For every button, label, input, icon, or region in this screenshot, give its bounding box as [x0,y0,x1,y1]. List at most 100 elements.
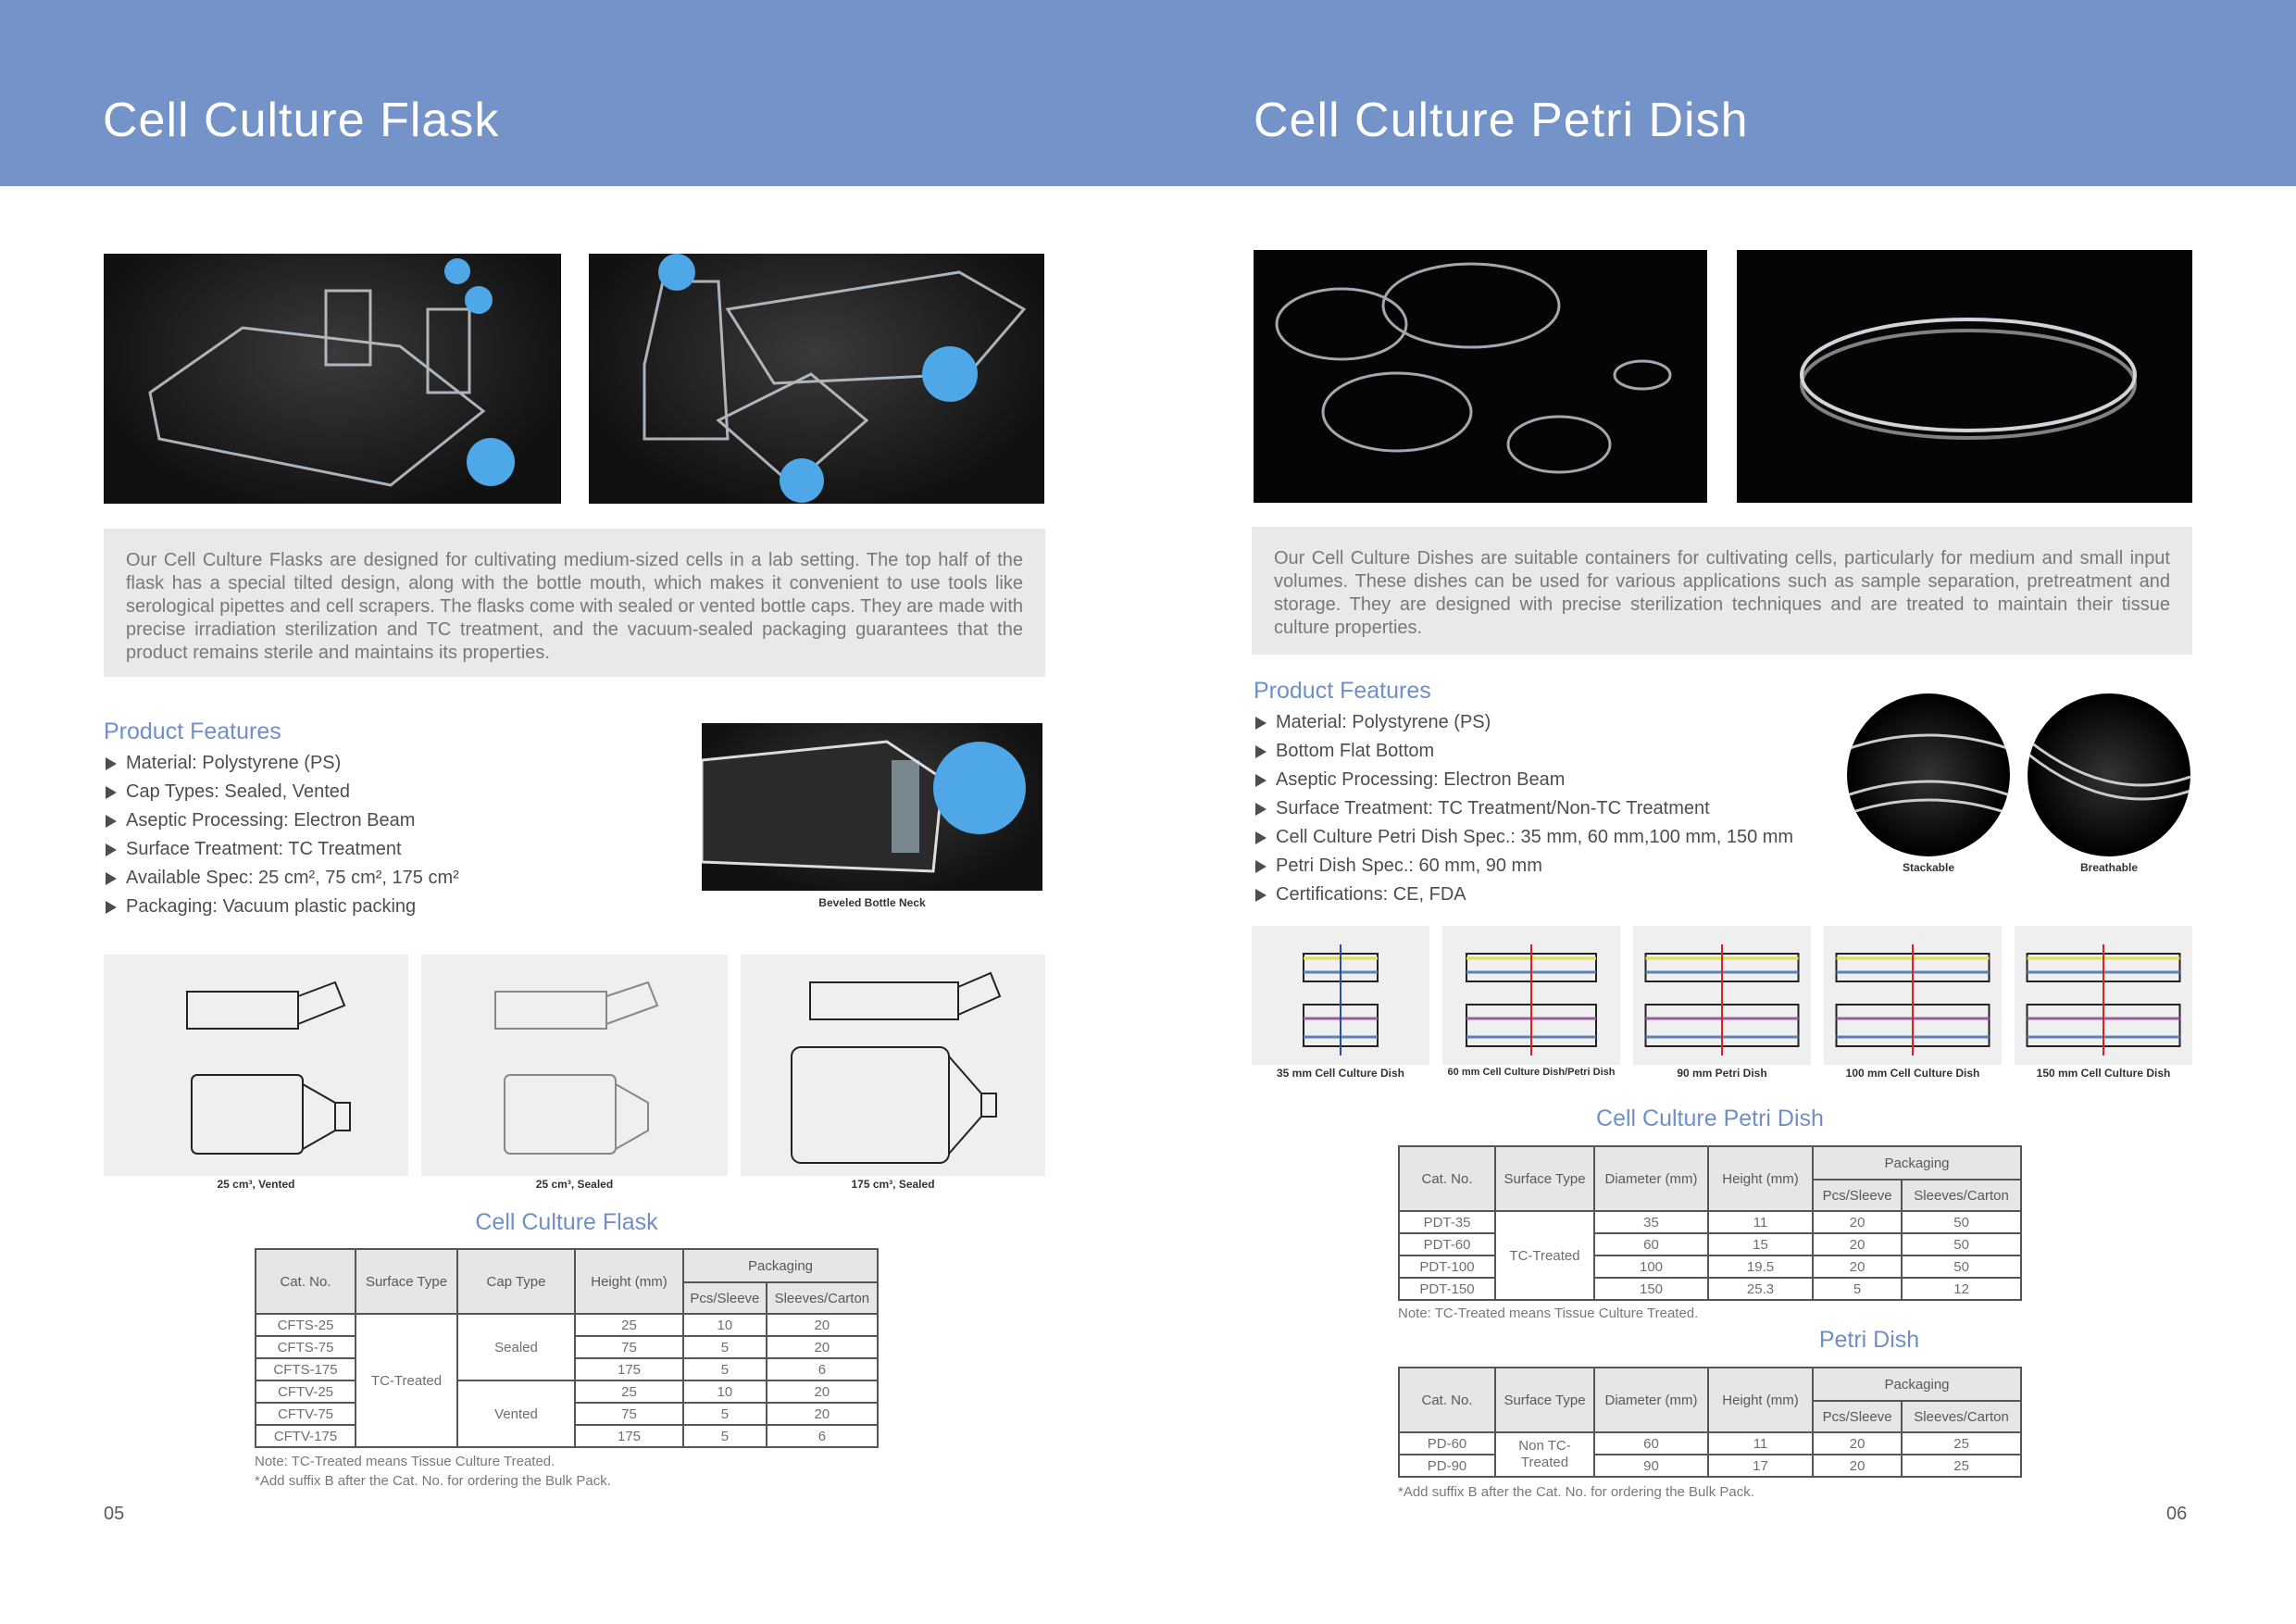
diagram-caption: 150 mm Cell Culture Dish [2036,1067,2171,1080]
cell: 5 [682,1424,767,1448]
col-header: Surface Type [355,1248,458,1315]
cell: 12 [1901,1277,2022,1301]
cell: 175 [574,1424,684,1448]
cell: 20 [1811,1210,1903,1234]
feature-item: Cap Types: Sealed, Vented [104,778,459,806]
feature-item: Bottom Flat Bottom [1254,737,1793,766]
cell: Vented [456,1380,576,1448]
dish-note: Note: TC-Treated means Tissue Culture Tr… [1398,1305,1699,1321]
cell: 150 [1593,1277,1709,1301]
cell: CFTV-75 [255,1402,356,1426]
cell: 20 [1811,1255,1903,1279]
beveled-neck-caption: Beveled Bottle Neck [818,896,926,909]
cell: TC-Treated [1494,1210,1595,1301]
dish-features-heading: Product Features [1254,678,1431,704]
col-header: Sleeves/Carton [765,1281,880,1315]
dish-features-list: Material: Polystyrene (PS) Bottom Flat B… [1254,708,1793,909]
cell: PD-60 [1398,1431,1496,1455]
cell: 5 [1811,1277,1903,1301]
petri-note: *Add suffix B after the Cat. No. for ord… [1398,1484,1754,1500]
feature-item: Surface Treatment: TC Treatment [104,835,459,864]
feature-item: Material: Polystyrene (PS) [104,749,459,778]
diagram-caption: 25 cm³, Vented [217,1178,295,1191]
col-header: Pcs/Sleeve [682,1281,767,1315]
col-header: Cap Type [456,1248,576,1315]
cell: CFTS-175 [255,1357,356,1381]
col-header: Surface Type [1494,1145,1595,1212]
diagram-caption: 100 mm Cell Culture Dish [1845,1067,1980,1080]
col-header: Cat. No. [1398,1367,1496,1433]
col-header: Height (mm) [574,1248,684,1315]
cell: CFTV-175 [255,1424,356,1448]
feature-item: Petri Dish Spec.: 60 mm, 90 mm [1254,852,1793,881]
circle-caption: Stackable [1902,861,1955,874]
page-number-left: 05 [104,1504,125,1524]
flask-photo-1 [104,254,561,504]
cell: 60 [1593,1232,1709,1256]
feature-item: Surface Treatment: TC Treatment/Non-TC T… [1254,794,1793,823]
cell: CFTV-25 [255,1380,356,1404]
flask-photo-2 [589,254,1044,504]
col-header: Packaging [1812,1367,2022,1402]
flask-note: Note: TC-Treated means Tissue Culture Tr… [255,1454,555,1469]
cell: 50 [1901,1255,2022,1279]
page-title-right: Cell Culture Petri Dish [1254,94,1749,147]
feature-item: Aseptic Processing: Electron Beam [1254,766,1793,794]
cell: TC-Treated [355,1313,458,1448]
cell: 17 [1707,1454,1814,1478]
page-number-right: 06 [2166,1504,2188,1524]
diagram-caption: 25 cm³, Sealed [535,1178,614,1191]
flask-table-title: Cell Culture Flask [475,1209,658,1235]
cell: PDT-60 [1398,1232,1496,1256]
cell: 20 [1811,1232,1903,1256]
cell: CFTS-75 [255,1335,356,1359]
cell: 35 [1593,1210,1709,1234]
cell: 25 [574,1313,684,1337]
col-header: Sleeves/Carton [1901,1179,2022,1212]
flask-features-heading: Product Features [104,718,281,744]
cell: 5 [682,1335,767,1359]
cell: 50 [1901,1210,2022,1234]
feature-item: Material: Polystyrene (PS) [1254,708,1793,737]
cell: 11 [1707,1431,1814,1455]
col-header: Diameter (mm) [1593,1367,1709,1433]
feature-item: Aseptic Processing: Electron Beam [104,806,459,835]
dish-diagram [2015,926,2192,1065]
dish-diagram [1824,926,2002,1065]
cell: 90 [1593,1454,1709,1478]
feature-item: Packaging: Vacuum plastic packing [104,893,459,921]
cell: 20 [765,1402,880,1426]
cell: PDT-35 [1398,1210,1496,1234]
cell: CFTS-25 [255,1313,356,1337]
cell: 20 [765,1313,880,1337]
diagram-caption: 175 cm³, Sealed [851,1178,935,1191]
col-header: Cat. No. [255,1248,356,1315]
cell: PDT-150 [1398,1277,1496,1301]
cell: 25 [1901,1454,2022,1478]
cell: 175 [574,1357,684,1381]
cell: 5 [682,1357,767,1381]
dish-description: Our Cell Culture Dishes are suitable con… [1252,527,2192,655]
cell: 15 [1707,1232,1814,1256]
breathable-photo [2028,693,2190,856]
cell: PD-90 [1398,1454,1496,1478]
flask-diagram-175-sealed [741,955,1045,1176]
diagram-caption: 60 mm Cell Culture Dish/Petri Dish [1447,1067,1616,1078]
col-header: Surface Type [1494,1367,1595,1433]
cell: 60 [1593,1431,1709,1455]
col-header: Height (mm) [1707,1367,1814,1433]
feature-item: Cell Culture Petri Dish Spec.: 35 mm, 60… [1254,823,1793,852]
cell: 20 [765,1380,880,1404]
cell: 11 [1707,1210,1814,1234]
col-header: Sleeves/Carton [1901,1400,2022,1433]
cell: 100 [1593,1255,1709,1279]
diagram-caption: 90 mm Petri Dish [1677,1067,1767,1080]
flask-features-list: Material: Polystyrene (PS) Cap Types: Se… [104,749,459,921]
cell: 20 [1811,1454,1903,1478]
cell: Non TC-Treated [1494,1431,1595,1478]
